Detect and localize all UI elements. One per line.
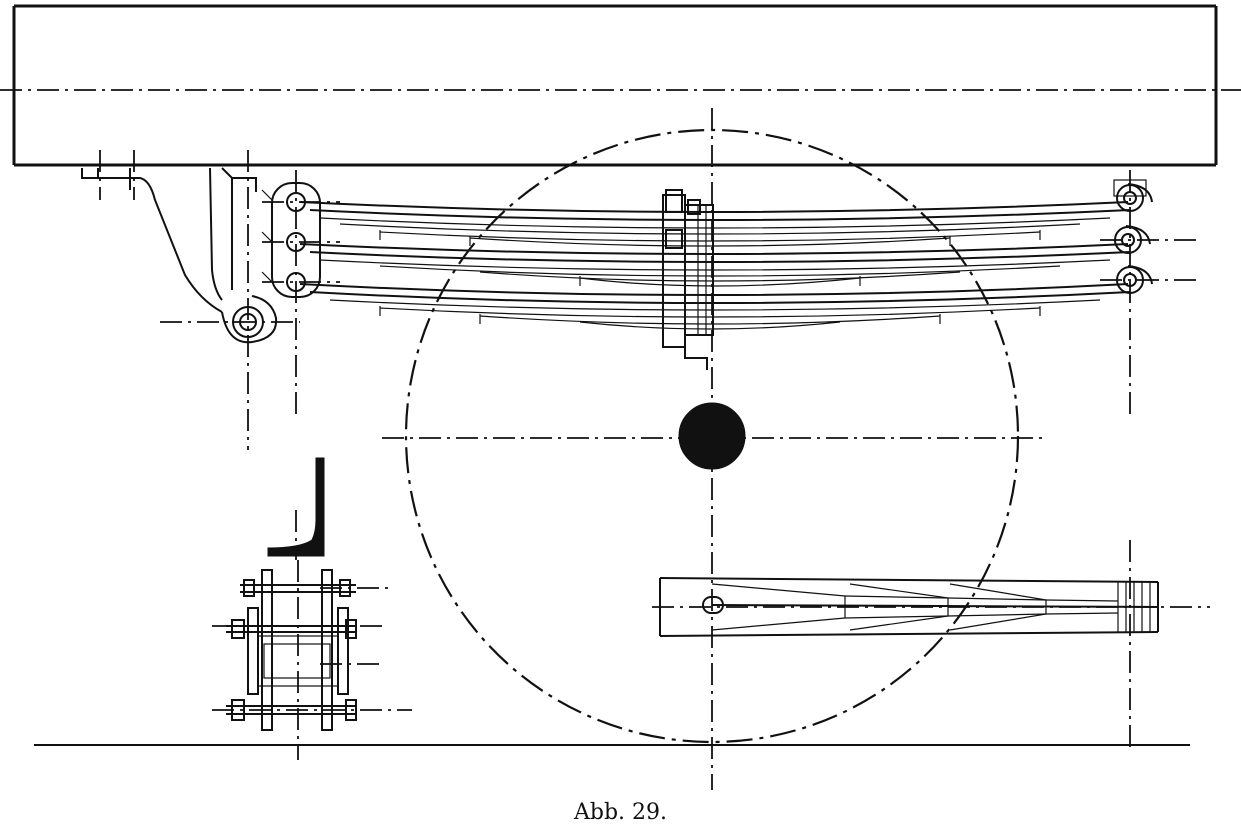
- upper-leaf-spring: [299, 201, 1131, 247]
- angle-profile-section: [267, 457, 325, 560]
- figure-caption: Abb. 29.: [573, 800, 668, 825]
- frame-beam: [0, 4, 1241, 167]
- front-spring-bracket: [81, 150, 300, 450]
- spring-center-clamp: [662, 189, 714, 370]
- lower-leaf-spring: [299, 283, 1131, 330]
- shackle-side-view: [212, 560, 412, 760]
- spring-eyes-right: [1100, 170, 1196, 420]
- spring-shackle-left: [261, 170, 340, 420]
- middle-leaf-spring: [299, 243, 1131, 287]
- spring-plan-view: [652, 540, 1210, 750]
- axle-section: [678, 402, 746, 470]
